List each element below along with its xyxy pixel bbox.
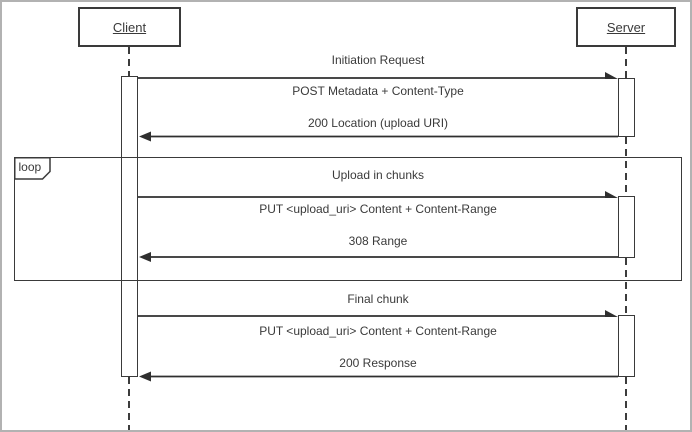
actor-box-client: Client [78, 7, 181, 47]
loop-pentagon-shape [13, 156, 51, 180]
lifeline-client-lower [128, 377, 130, 430]
lifeline-server-segment-1 [625, 47, 627, 78]
loop-frame-pentagon: loop [13, 156, 51, 180]
arrowhead-put-final [605, 310, 618, 317]
activation-server-final [618, 315, 635, 377]
message-200-location: 200 Location (upload URI) [307, 116, 449, 130]
message-308-range: 308 Range [348, 234, 408, 248]
arrowhead-200-response [139, 371, 151, 382]
actor-label-server: Server [606, 19, 646, 35]
lifeline-server-segment-4 [625, 377, 627, 430]
section-title-initiation: Initiation Request [331, 53, 425, 67]
section-title-final-chunk: Final chunk [347, 292, 409, 306]
arrowhead-200-location [139, 131, 151, 142]
section-title-upload-chunks: Upload in chunks [331, 168, 425, 182]
message-200-response: 200 Response [339, 356, 417, 370]
activation-server-initiation [618, 78, 635, 137]
actor-box-server: Server [576, 7, 676, 47]
loop-frame-label: loop [18, 159, 42, 174]
message-put-final: PUT <upload_uri> Content + Content-Range [259, 324, 497, 338]
actor-label-client: Client [112, 19, 147, 35]
lifeline-server-segment-2 [625, 137, 627, 196]
message-put-chunk: PUT <upload_uri> Content + Content-Range [259, 202, 497, 216]
message-post-metadata: POST Metadata + Content-Type [292, 84, 464, 98]
arrowhead-post-metadata [605, 72, 618, 79]
loop-frame: loop [13, 156, 682, 281]
lifeline-server-segment-3 [625, 258, 627, 315]
lifeline-client-upper [128, 47, 130, 76]
activation-server-chunk [618, 196, 635, 258]
activation-client [121, 76, 138, 377]
